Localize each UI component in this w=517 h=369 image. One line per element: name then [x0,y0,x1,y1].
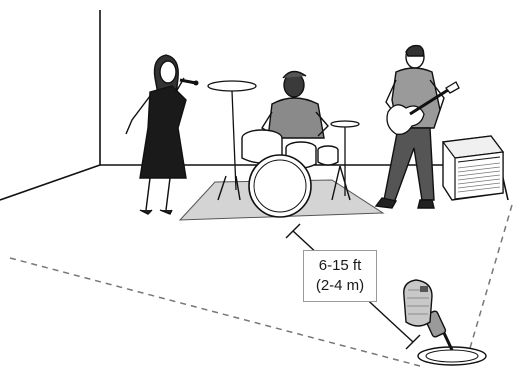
distance-label: 6-15 ft (2-4 m) [303,250,377,302]
singer-figure [126,55,186,214]
boundary-microphone [404,280,486,365]
floor-guide-dashes [10,205,512,366]
bass-drum [249,155,311,217]
distance-feet-text: 6-15 ft [304,256,376,276]
drummer-figure [262,71,328,138]
distance-meters-text: (2-4 m) [304,276,376,296]
handheld-microphone [180,80,199,86]
guitar-amplifier [443,136,503,200]
